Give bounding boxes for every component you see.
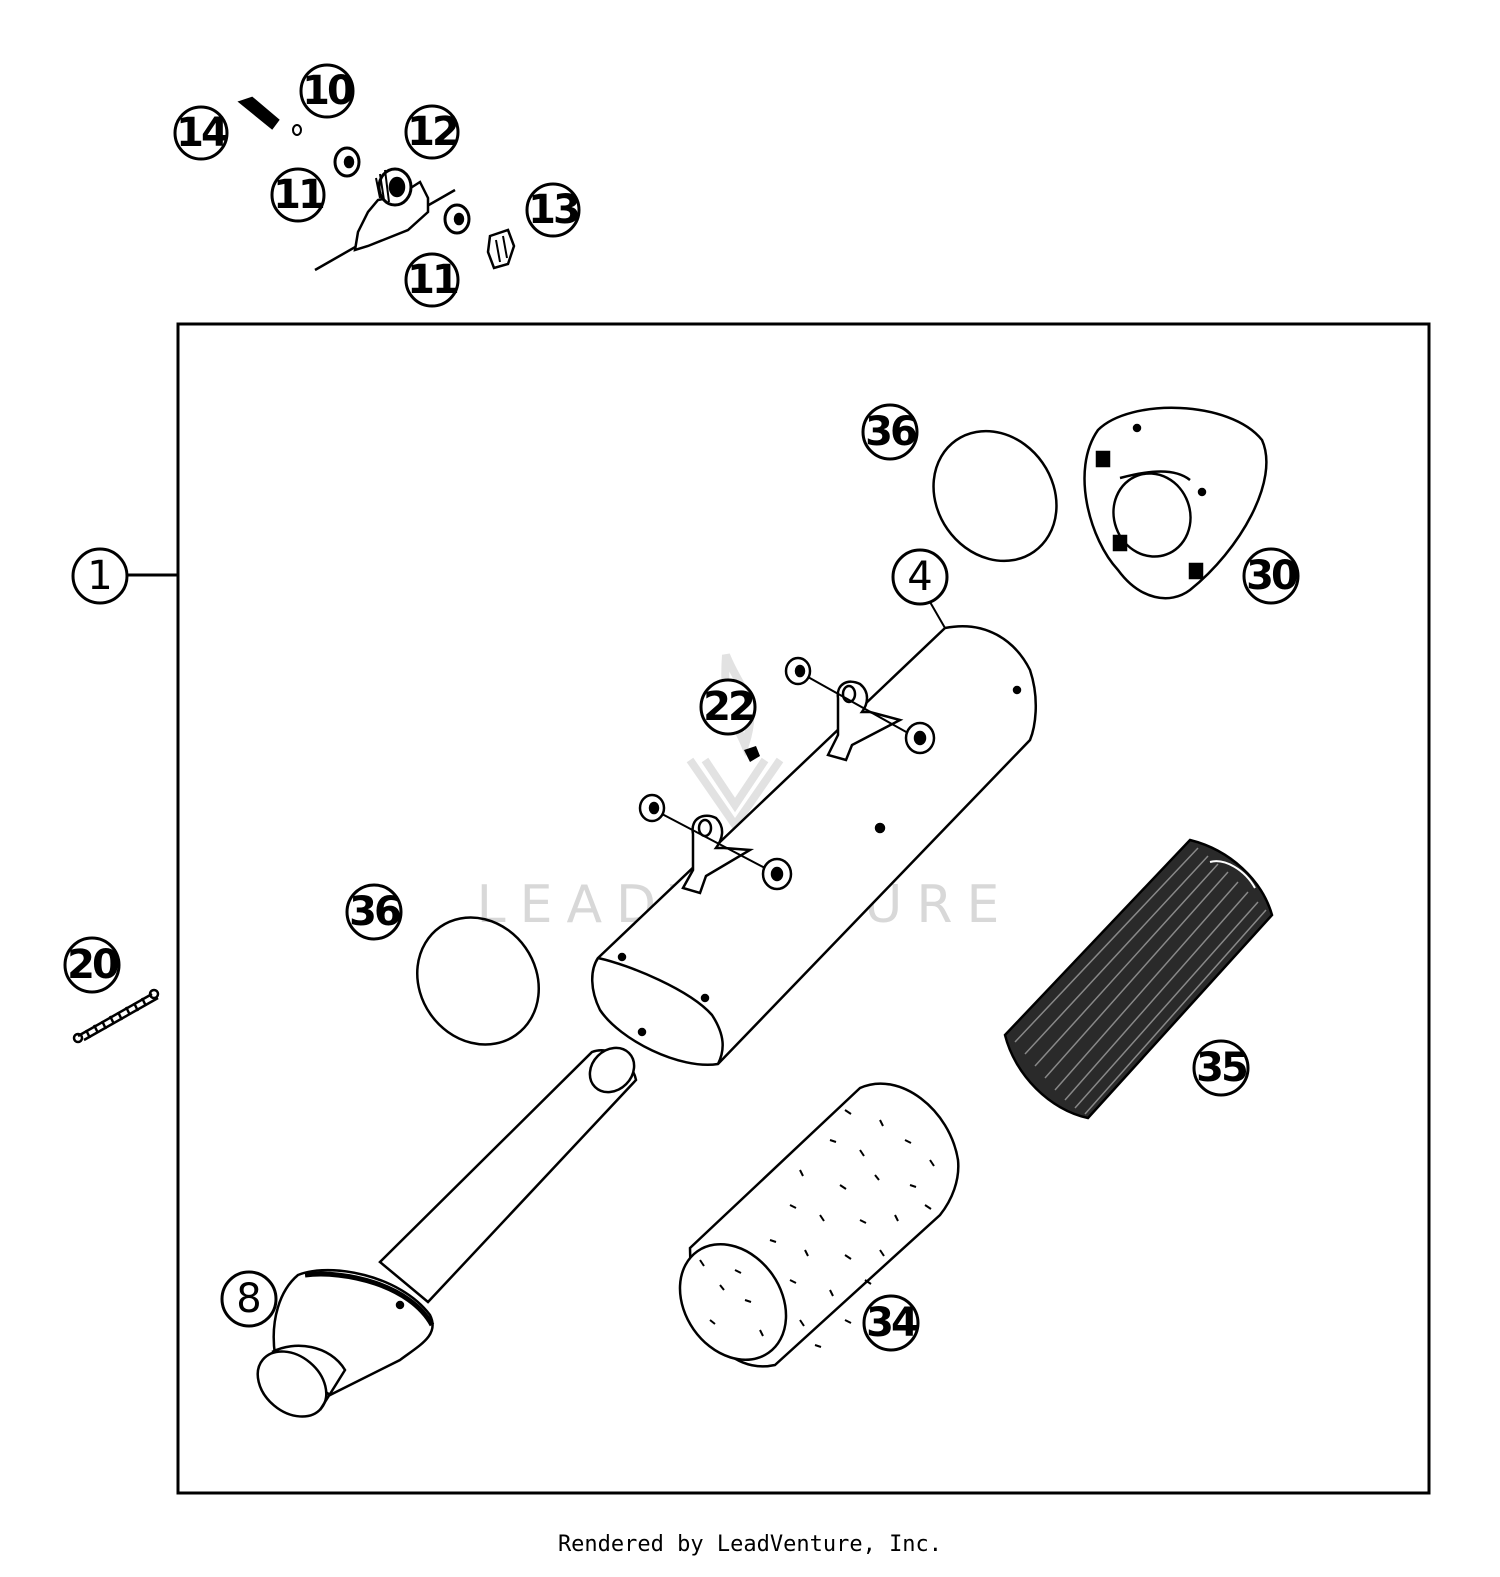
callout-13-label: 13 xyxy=(528,187,578,233)
callout-11-lower: 11 xyxy=(404,252,461,308)
callout-11-lower-label: 11 xyxy=(407,257,458,303)
lower-mount-bracket xyxy=(681,814,755,895)
muffler-dot-3 xyxy=(700,993,710,1003)
muffler-body xyxy=(591,625,1038,1067)
spring xyxy=(72,988,160,1044)
leader-line-4 xyxy=(929,601,946,629)
muffler-dot-5 xyxy=(617,952,627,962)
end-cap-rivet-3 xyxy=(1188,562,1204,580)
mounting-hardware-group xyxy=(237,96,516,272)
end-cap-rivet-2 xyxy=(1112,534,1128,552)
callout-4-label: 4 xyxy=(907,554,932,600)
mesh-insert xyxy=(1003,838,1274,1120)
callout-22-label: 22 xyxy=(703,684,753,730)
callout-14-label: 14 xyxy=(176,110,227,156)
callout-8-label: 8 xyxy=(236,1276,261,1322)
insulation-packing xyxy=(678,1082,960,1368)
callout-35-label: 35 xyxy=(1196,1045,1247,1091)
muffler-dot-2 xyxy=(1012,685,1022,695)
gasket-ring-upper xyxy=(932,429,1058,563)
callout-30-label: 30 xyxy=(1246,553,1297,599)
muffler-end-edge xyxy=(597,956,724,1065)
muffler-dot-4 xyxy=(637,1027,647,1037)
callout-13: 13 xyxy=(525,182,581,238)
end-cap-dot-2 xyxy=(1197,487,1207,497)
inlet-pipe-assembly xyxy=(256,1046,638,1418)
lower-mount-washer-a-hole xyxy=(648,801,660,815)
upper-mount-washer-b-hole xyxy=(913,730,927,746)
callout-14: 14 xyxy=(173,105,230,161)
callout-11-upper-label: 11 xyxy=(273,172,324,218)
mounting-bracket xyxy=(353,180,430,252)
muffler-dot-1 xyxy=(874,822,886,834)
callout-12: 12 xyxy=(404,104,460,160)
callout-1: 1 xyxy=(71,547,129,605)
end-cap xyxy=(1083,406,1268,600)
insulation-packing-texture xyxy=(699,1109,935,1348)
callout-36-lower-label: 36 xyxy=(349,889,400,935)
end-cap-dot-1 xyxy=(1132,423,1142,433)
callout-4: 4 xyxy=(891,548,949,606)
callout-10-label: 10 xyxy=(302,68,353,114)
nut xyxy=(486,228,516,270)
callout-36-upper: 36 xyxy=(861,403,919,461)
render-credit: Rendered by LeadVenture, Inc. xyxy=(557,1532,943,1557)
inlet-outlet-tube xyxy=(271,1344,347,1411)
lower-mount-washer-b-hole xyxy=(770,866,784,882)
inlet-cone-rivet xyxy=(395,1300,405,1310)
callout-10: 10 xyxy=(299,63,356,119)
callout-11-upper: 11 xyxy=(270,167,327,223)
small-screw xyxy=(744,746,760,762)
spring-coils xyxy=(84,997,148,1039)
callout-20: 20 xyxy=(63,936,121,994)
mesh-insert-seam xyxy=(1209,860,1256,889)
callout-34: 34 xyxy=(862,1294,920,1352)
callout-12-label: 12 xyxy=(407,109,457,155)
mesh-insert-lines xyxy=(1014,847,1267,1115)
bolt xyxy=(237,96,280,130)
callout-30: 30 xyxy=(1242,547,1300,605)
inlet-cone-flange xyxy=(304,1271,435,1327)
callout-22: 22 xyxy=(699,678,757,736)
inlet-cone xyxy=(272,1268,434,1397)
end-cap-rivet-1 xyxy=(1095,450,1111,468)
rubber-grommet-ridges xyxy=(375,169,390,203)
nut-detail xyxy=(495,235,508,263)
upper-mount-washer-a-hole xyxy=(794,664,806,678)
callout-36-lower: 36 xyxy=(345,883,403,941)
assembly-frame xyxy=(176,322,1431,1495)
rubber-grommet-hole xyxy=(388,176,406,198)
washer-upper-hole xyxy=(343,155,355,169)
callout-20-label: 20 xyxy=(67,942,118,988)
small-washer xyxy=(292,124,302,136)
upper-mount-axis xyxy=(807,676,909,734)
lower-mount-axis xyxy=(661,813,766,869)
callout-35: 35 xyxy=(1192,1039,1250,1097)
end-cap-outlet xyxy=(1112,472,1192,558)
callout-36-upper-label: 36 xyxy=(865,409,916,455)
washer-lower-hole xyxy=(453,212,465,226)
callout-34-label: 34 xyxy=(866,1300,917,1346)
callout-1-label: 1 xyxy=(87,553,112,599)
gasket-ring-lower xyxy=(416,916,540,1046)
callout-8: 8 xyxy=(220,1270,278,1328)
inlet-pipe-end xyxy=(588,1046,636,1094)
